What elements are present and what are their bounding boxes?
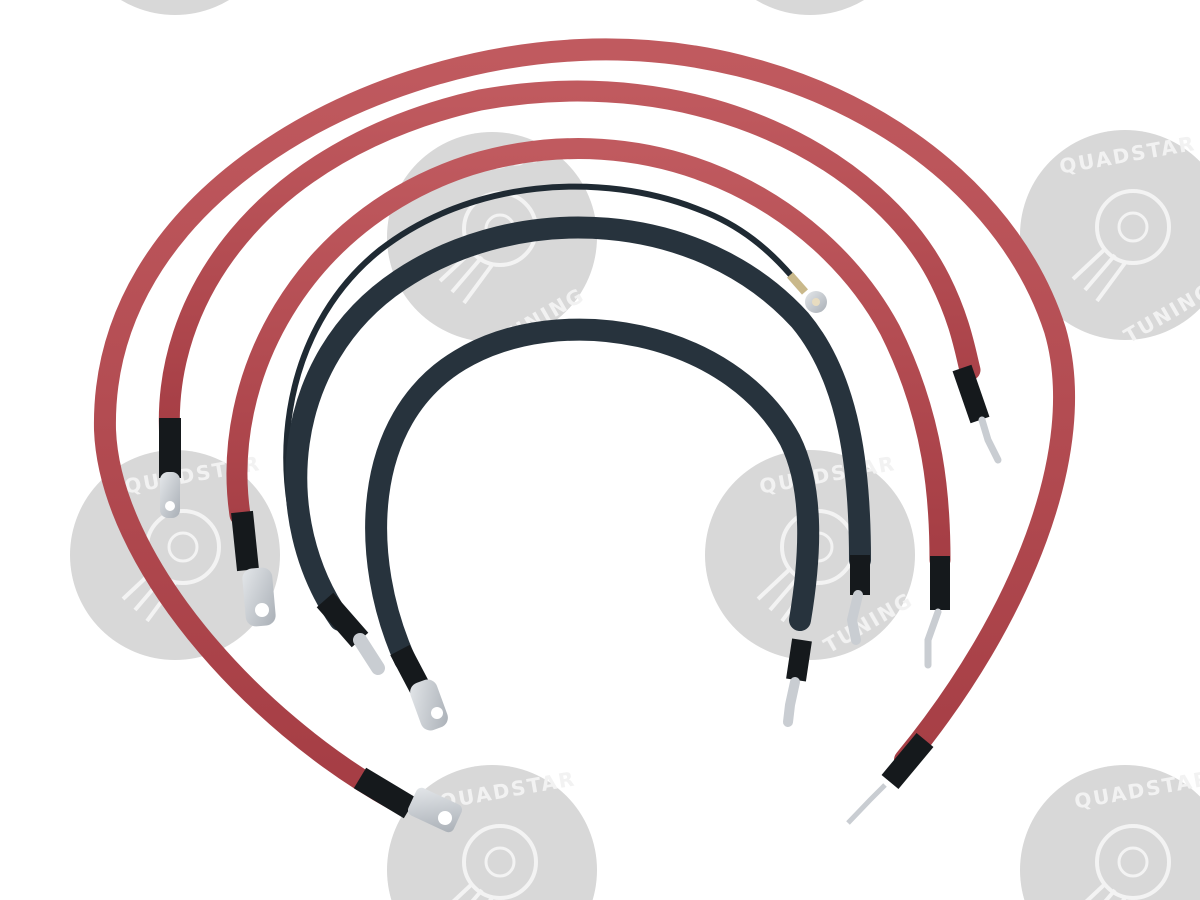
red-cable-1 bbox=[93, 38, 1076, 833]
black-ground-wire bbox=[283, 183, 827, 603]
black-cable-1 bbox=[285, 216, 871, 675]
red-cable-2 bbox=[158, 80, 1002, 518]
black-cable-2 bbox=[365, 318, 820, 731]
red-cable-3 bbox=[226, 138, 951, 669]
